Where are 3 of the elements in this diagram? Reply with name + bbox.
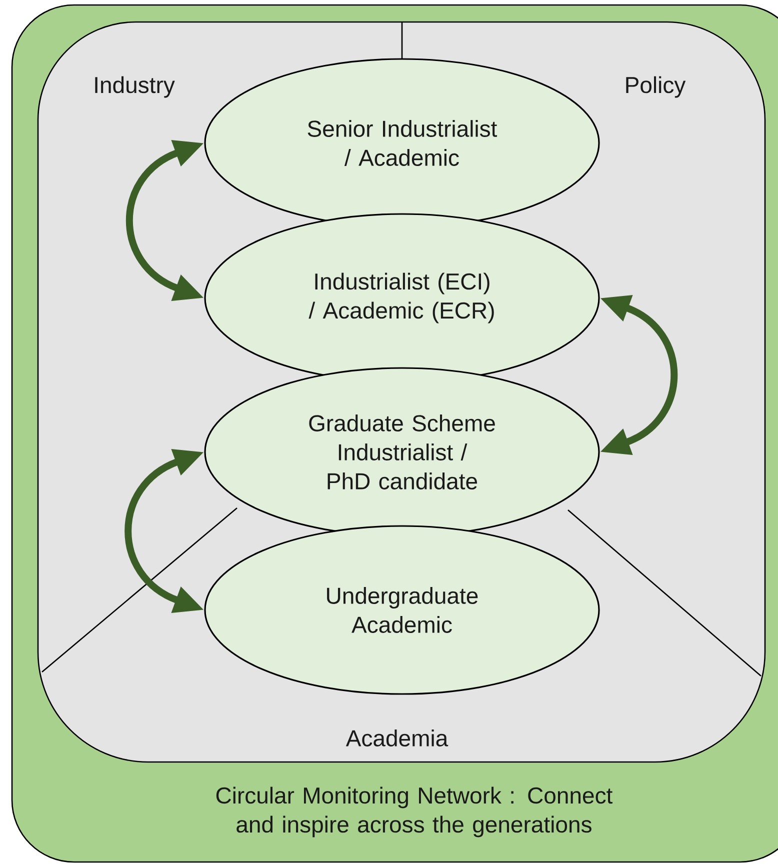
region-label: Policy	[626, 76, 686, 98]
region-label: Industry	[95, 76, 175, 98]
region-label: Academia	[346, 730, 448, 746]
